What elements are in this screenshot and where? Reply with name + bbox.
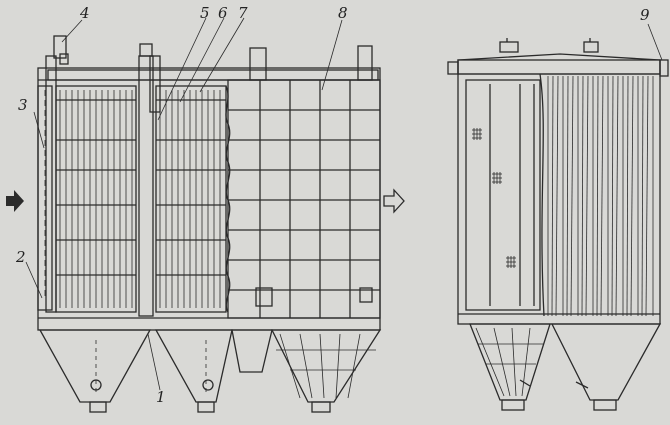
inlet-gas-arrow [6, 190, 24, 212]
inlet-wall [37, 85, 53, 311]
side-casing [457, 59, 661, 325]
label-9: 9 [640, 6, 650, 24]
side-view [447, 38, 669, 411]
label-7: 7 [238, 4, 248, 22]
hoppers-side [469, 323, 662, 411]
outlet-gas-arrow [383, 188, 405, 214]
support-column-3 [249, 47, 267, 81]
casing-outline [37, 67, 381, 331]
label-8: 8 [338, 4, 348, 22]
label-3: 3 [18, 96, 28, 114]
side-collecting-panel [465, 79, 541, 311]
field-2-electrodes [155, 85, 227, 313]
label-2: 2 [15, 248, 26, 266]
support-column-1 [138, 55, 154, 317]
field-1-electrodes [55, 85, 137, 313]
hoppers-front [38, 329, 382, 413]
field-3-casing-grid [227, 79, 381, 319]
labels: 1 2 3 4 5 6 7 8 9 [15, 4, 650, 406]
insulator-9 [659, 59, 669, 77]
roof-beam [47, 69, 379, 81]
label-5: 5 [200, 4, 210, 22]
label-6: 6 [218, 4, 228, 22]
label-1: 1 [156, 388, 166, 406]
side-electrode-curtain [539, 73, 654, 317]
support-column-left [45, 55, 57, 313]
leader-lines [25, 17, 663, 391]
label-4: 4 [79, 4, 90, 22]
front-view [6, 35, 405, 413]
insulator-housing-2 [149, 55, 161, 113]
support-column-1-cap [139, 43, 153, 57]
